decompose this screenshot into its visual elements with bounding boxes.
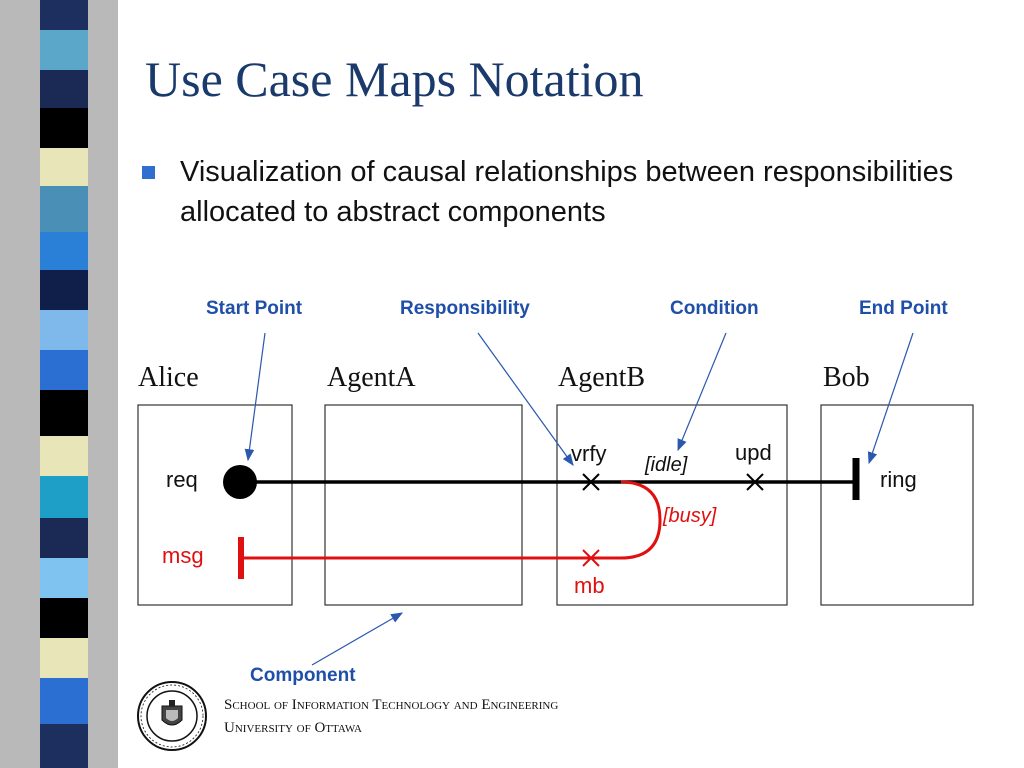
cross-upd-icon — [746, 473, 764, 491]
callout-responsibility: Responsibility — [400, 298, 530, 319]
component-box-alice — [137, 404, 293, 606]
arrow-end-point — [867, 332, 914, 465]
start-point-icon — [223, 465, 257, 499]
arrow-start-point — [244, 332, 266, 462]
label-vrfy: vrfy — [571, 441, 607, 466]
bullet-text: Visualization of causal relationships be… — [180, 156, 954, 228]
callout-component: Component — [250, 665, 356, 686]
arrow-responsibility — [477, 332, 574, 466]
footer-school: School of Information Technology and Eng… — [224, 697, 559, 713]
callout-condition: Condition — [670, 298, 759, 319]
arrow-condition — [677, 332, 727, 452]
university-seal-icon — [137, 681, 207, 751]
label-mb: mb — [574, 573, 605, 598]
component-box-bob — [820, 404, 974, 606]
component-name-agenta: AgentA — [327, 362, 416, 393]
stripe-blocks — [40, 0, 88, 768]
label-msg: msg — [162, 543, 204, 568]
decorative-left-stripe — [0, 0, 118, 768]
path-red — [240, 480, 662, 560]
slide-title: Use Case Maps Notation — [145, 51, 644, 107]
condition-busy: [busy] — [663, 505, 717, 527]
component-name-alice: Alice — [138, 362, 199, 393]
component-name-bob: Bob — [823, 362, 870, 393]
condition-idle: [idle] — [645, 454, 688, 476]
square-bullet-icon — [142, 166, 155, 179]
arrow-component — [311, 612, 404, 666]
label-upd: upd — [735, 440, 772, 465]
label-ring: ring — [880, 467, 917, 492]
component-box-agenta — [324, 404, 523, 606]
cross-vrfy-icon — [582, 473, 600, 491]
label-req: req — [166, 467, 198, 492]
footer-university: University of Ottawa — [224, 720, 363, 736]
cross-mb-icon — [582, 549, 600, 567]
callout-end-point: End Point — [859, 298, 948, 319]
component-name-agentb: AgentB — [558, 362, 646, 393]
callout-start-point: Start Point — [206, 298, 303, 319]
